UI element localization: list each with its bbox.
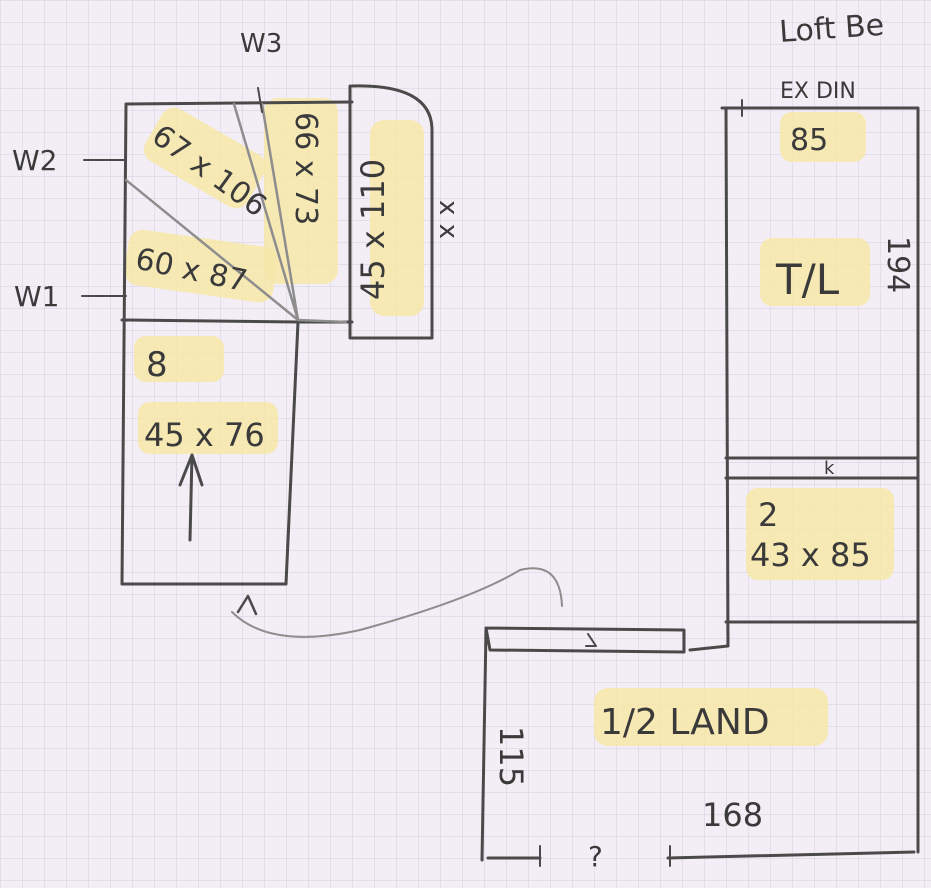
straight-step-size: 45 x 76 <box>144 416 265 454</box>
curved-arrow <box>231 567 563 638</box>
winder-3-size: 66 x 73 <box>288 112 323 225</box>
tl-length: 194 <box>880 236 915 293</box>
sketch-title: Loft Be <box>778 8 885 50</box>
tl-label: T/L <box>775 255 840 304</box>
landing-width: 168 <box>702 796 763 834</box>
label-w2: W2 <box>12 144 58 177</box>
lower-step-count: 2 <box>758 496 778 534</box>
ex-din-value: 85 <box>790 123 828 158</box>
cross-marks: x x <box>433 200 463 239</box>
staircase-outline <box>81 84 434 586</box>
landing-depth: 115 <box>492 726 530 787</box>
landing-outline <box>480 99 920 867</box>
highlighter-marks <box>124 98 894 746</box>
cupboard-size: 45 x 110 <box>354 159 392 300</box>
question-mark: ? <box>588 840 603 873</box>
lower-step-size: 43 x 85 <box>750 536 871 574</box>
k-mark: k <box>824 458 835 479</box>
half-landing-label: 1/2 LAND <box>600 702 770 743</box>
straight-step-count: 8 <box>146 345 168 385</box>
label-w3: W3 <box>240 29 282 59</box>
arrow-head <box>236 594 258 616</box>
label-w1: W1 <box>14 280 60 313</box>
ex-din-label: EX DIN <box>780 79 856 104</box>
